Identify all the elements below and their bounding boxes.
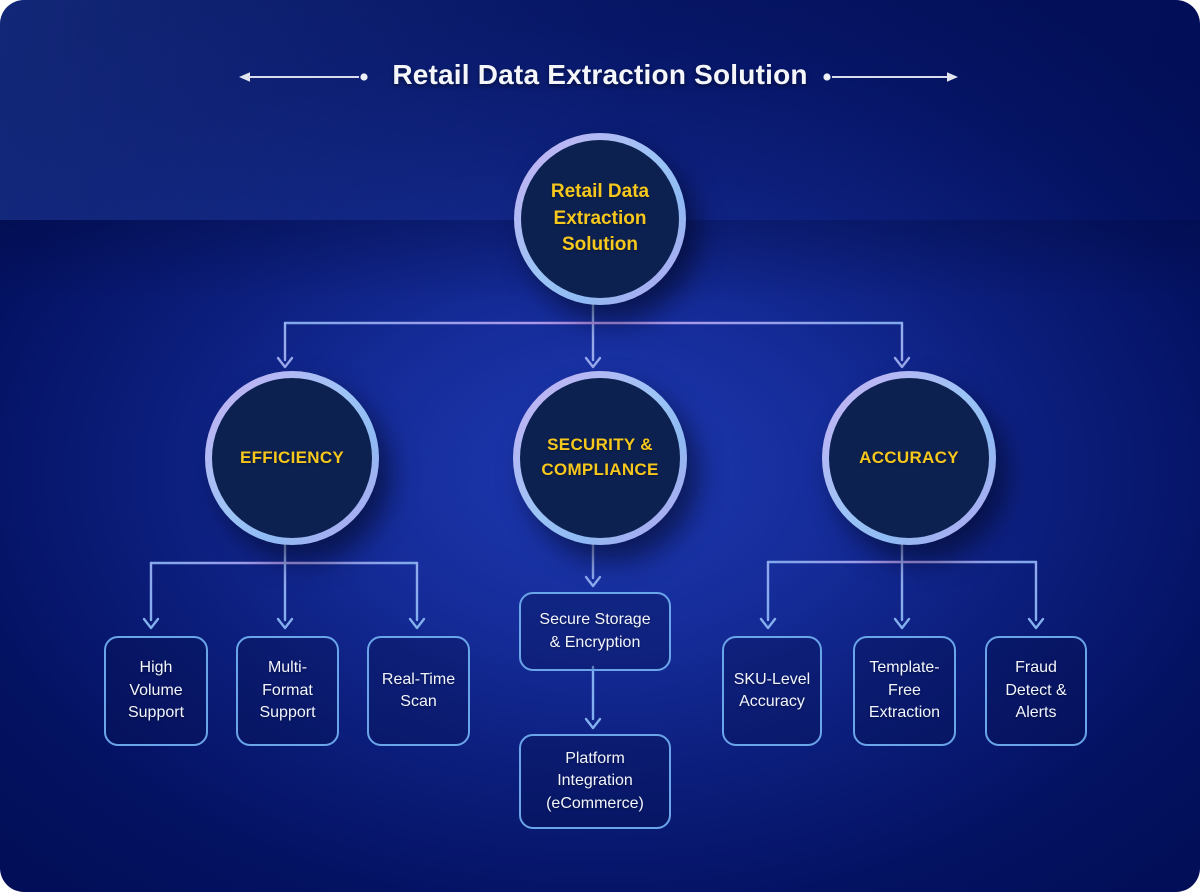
page-title: Retail Data Extraction Solution <box>392 59 808 90</box>
leaf-label: Multi-Format Support <box>259 659 316 722</box>
arrow-down-icon <box>584 575 602 588</box>
leaf-label: Real-Time Scan <box>381 670 456 710</box>
node-accuracy-label: ACCURACY <box>859 447 959 467</box>
title-decoration-left <box>239 72 368 82</box>
node-secure-storage-encryption: Secure Storage & Encryption <box>519 592 671 671</box>
connectors-accuracy <box>759 529 1045 630</box>
node-efficiency: EFFICIENCY <box>205 371 379 545</box>
title-decoration-right <box>823 72 958 82</box>
arrow-down-icon <box>584 717 602 730</box>
arrow-down-icon <box>276 617 294 630</box>
node-root-label: Retail Data Extraction Solution <box>550 180 650 256</box>
connectors-level-1 <box>276 288 911 369</box>
node-security-compliance-label: SECURITY & COMPLIANCE <box>541 435 659 479</box>
node-efficiency-label: EFFICIENCY <box>239 447 345 467</box>
arrow-down-icon <box>1027 617 1045 630</box>
leaf-label: Secure Storage & Encryption <box>539 611 651 651</box>
node-fraud-detect-alerts: Fraud Detect & Alerts <box>985 636 1087 746</box>
node-real-time-scan: Real-Time Scan <box>367 636 470 746</box>
arrow-down-icon <box>276 356 294 369</box>
node-root: Retail Data Extraction Solution <box>514 133 686 305</box>
leaf-label: Template-Free Extraction <box>868 659 941 722</box>
arrow-down-icon <box>893 356 911 369</box>
leaf-label: Fraud Detect & Alerts <box>1005 659 1067 722</box>
node-sku-level-accuracy: SKU-Level Accuracy <box>722 636 822 746</box>
connectors-efficiency <box>142 529 426 630</box>
node-security-compliance: SECURITY & COMPLIANCE <box>513 371 687 545</box>
dot-icon <box>823 73 831 81</box>
arrow-left-icon <box>239 72 250 82</box>
arrow-down-icon <box>759 617 777 630</box>
node-multi-format-support: Multi-Format Support <box>236 636 339 746</box>
leaf-label: High Volume Support <box>127 659 185 722</box>
arrow-down-icon <box>893 617 911 630</box>
arrow-down-icon <box>584 356 602 369</box>
leaf-label: SKU-Level Accuracy <box>733 670 811 710</box>
connectors-security <box>584 529 602 730</box>
arrow-down-icon <box>142 617 160 630</box>
dot-icon <box>360 73 368 81</box>
node-accuracy: ACCURACY <box>822 371 996 545</box>
arrow-down-icon <box>408 617 426 630</box>
node-platform-integration: Platform Integration (eCommerce) <box>519 734 671 829</box>
leaf-label: Platform Integration (eCommerce) <box>546 749 644 812</box>
node-template-free-extraction: Template-Free Extraction <box>853 636 956 746</box>
node-high-volume-support: High Volume Support <box>104 636 208 746</box>
arrow-right-icon <box>947 72 958 82</box>
